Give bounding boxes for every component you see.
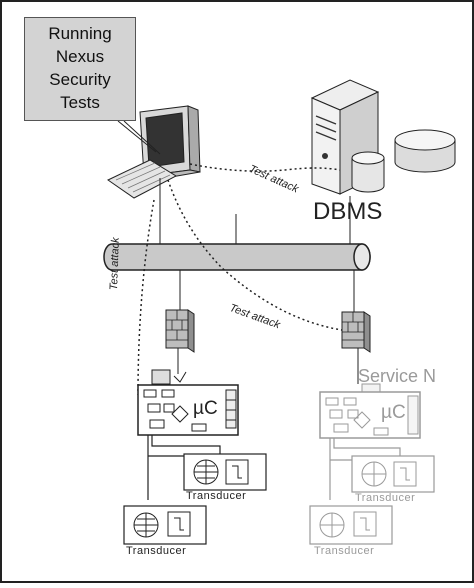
microcontroller-board-icon — [137, 369, 239, 436]
dbms-label: DBMS — [313, 198, 383, 225]
microcontroller-board-icon — [319, 383, 421, 439]
callout-box — [24, 17, 136, 121]
transducer-label: Transducer — [126, 545, 187, 557]
firewall-icon — [341, 311, 371, 353]
service-n-label: Service N — [358, 366, 437, 386]
transducer-icon — [183, 453, 267, 491]
microcontroller-label: µC — [381, 402, 406, 423]
transducer-label: Transducer — [355, 492, 416, 504]
transducer-icon — [123, 505, 207, 545]
test-attack-label: Test attack — [108, 237, 122, 291]
microcontroller-label: µC — [193, 398, 218, 419]
storage-disk-icon — [394, 129, 456, 173]
network-bus — [103, 243, 371, 271]
attack-pc-icon — [107, 105, 201, 199]
database-icon — [351, 151, 385, 193]
callout-text: Running Nexus Security Tests — [48, 24, 112, 112]
transducer-icon — [351, 455, 435, 493]
transducer-label: Transducer — [314, 545, 375, 557]
transducer-label: Transducer — [186, 490, 247, 502]
transducer-icon — [309, 505, 393, 545]
firewall-icon — [165, 309, 195, 353]
